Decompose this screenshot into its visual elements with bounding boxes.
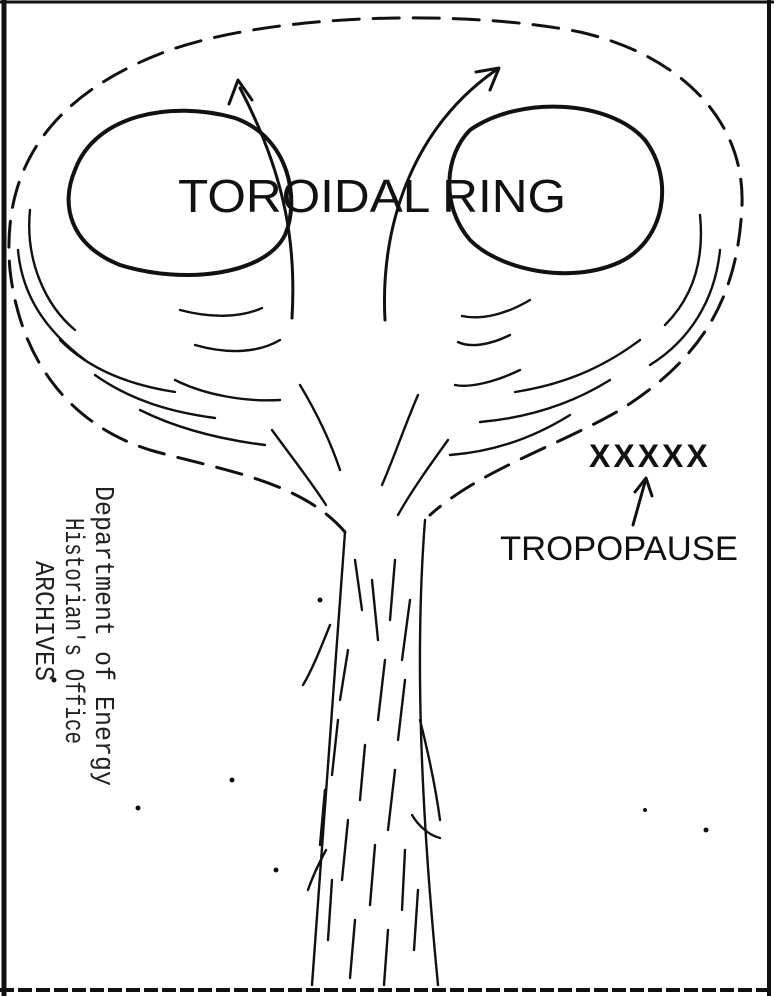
archive-stamp-line1: Department of Energy: [87, 486, 117, 786]
tropopause-arrow: [633, 478, 652, 525]
cloud-stem: [303, 520, 440, 985]
tropopause-label: TROPOPAUSE: [500, 530, 738, 568]
archive-stamp-line2: Historian's Office: [57, 518, 87, 744]
toroidal-ring-label: TOROIDAL RING: [178, 170, 566, 222]
tropopause-marker: XXXXX: [589, 438, 711, 474]
archive-stamp: Department of Energy Historian's Office …: [27, 486, 117, 786]
archive-stamp-line3: ARCHIVES: [27, 561, 57, 681]
scan-specks: [52, 598, 709, 873]
